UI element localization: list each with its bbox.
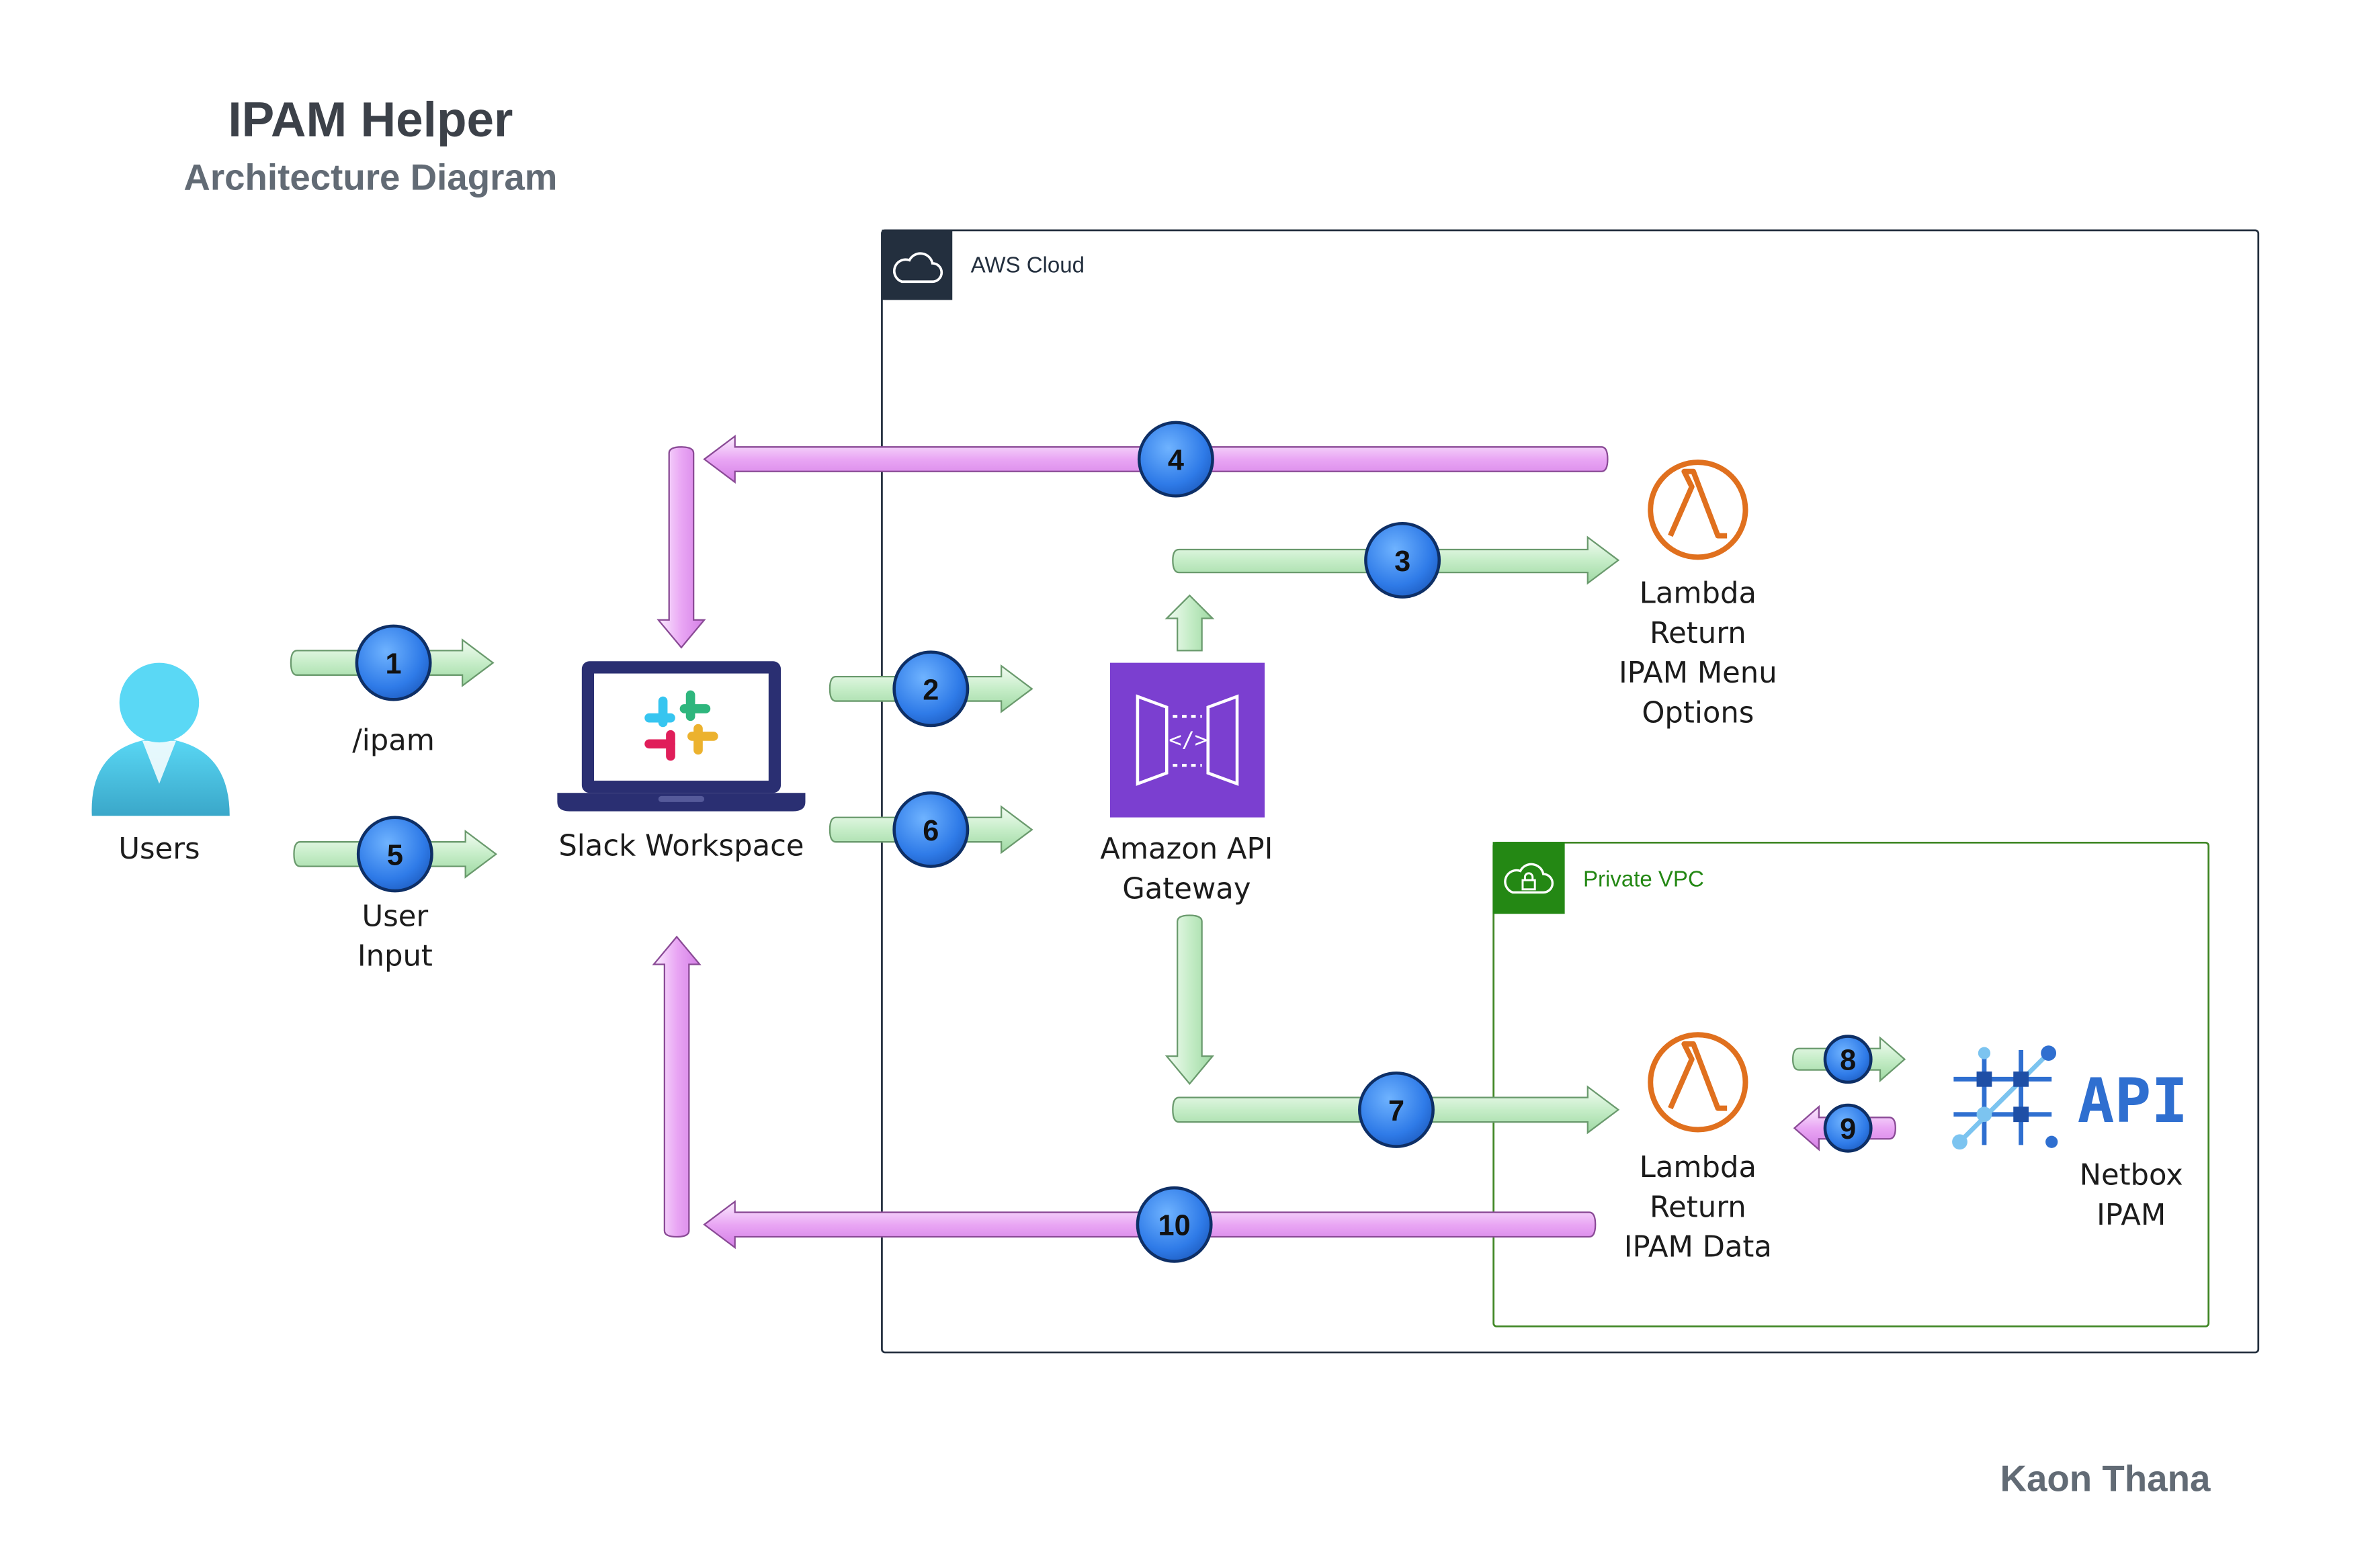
- netbox-api-icon: API: [1952, 1045, 2189, 1150]
- slack-node: Slack Workspace: [557, 661, 806, 863]
- netbox-node: API Netbox IPAM: [1952, 1045, 2188, 1232]
- step-9-badge: 9: [1823, 1103, 1873, 1153]
- svg-text:1: 1: [386, 648, 402, 681]
- step-5-label-line-2: Input: [357, 940, 433, 973]
- netbox-label-line-2: IPAM: [2097, 1199, 2166, 1232]
- step-7-badge: 7: [1358, 1071, 1435, 1148]
- user-icon: [91, 662, 230, 816]
- step-2-badge: 2: [892, 650, 970, 728]
- aws-cloud-group: AWS Cloud: [881, 229, 2260, 1354]
- users-label: Users: [118, 832, 200, 866]
- slack-logo: [644, 690, 718, 761]
- lambda-menu-label-line-1: Lambda: [1640, 577, 1757, 611]
- netbox-api-text: API: [2078, 1065, 2189, 1137]
- private-vpc-group: Private VPC: [1492, 841, 2210, 1327]
- svg-text:5: 5: [387, 839, 403, 871]
- step-10-badge: 10: [1136, 1186, 1213, 1263]
- cloud-icon: [892, 252, 943, 284]
- users-node: Users: [91, 662, 230, 866]
- step-6-badge: 6: [892, 791, 970, 868]
- private-vpc-label: Private VPC: [1583, 866, 1704, 891]
- lambda-menu-label-line-3: IPAM Menu: [1619, 656, 1777, 690]
- svg-text:</>: </>: [1169, 727, 1208, 752]
- lambda-data-label-line-2: Return: [1650, 1190, 1746, 1224]
- step-3-badge: 3: [1364, 521, 1441, 599]
- lambda-data-label-line-3: IPAM Data: [1624, 1231, 1772, 1264]
- step-5-badge: 5: [356, 816, 433, 893]
- step-5-label-line-1: User: [362, 900, 429, 933]
- api-gateway-node: </> Amazon API Gateway: [1100, 662, 1273, 906]
- svg-text:10: 10: [1158, 1210, 1191, 1242]
- lambda-menu-label-line-4: Options: [1642, 696, 1754, 730]
- svg-text:4: 4: [1168, 444, 1184, 476]
- slack-label: Slack Workspace: [558, 830, 804, 863]
- page-subtitle: Architecture Diagram: [183, 157, 557, 198]
- lambda-data-label-line-1: Lambda: [1640, 1151, 1757, 1184]
- step-1-badge: 1: [355, 624, 432, 701]
- page-title: IPAM Helper: [228, 93, 513, 147]
- api-gateway-label-line-2: Gateway: [1122, 872, 1251, 906]
- svg-text:6: 6: [923, 815, 939, 847]
- lambda-icon: [1648, 1032, 1748, 1133]
- svg-text:9: 9: [1840, 1113, 1856, 1145]
- slack-in-arrow-top: [657, 446, 706, 649]
- vpc-lock-cloud-icon: [1504, 863, 1554, 894]
- lambda-data-node: Lambda Return IPAM Data: [1624, 1032, 1772, 1264]
- svg-text:2: 2: [923, 674, 939, 706]
- api-gateway-label-line-1: Amazon API: [1100, 832, 1273, 866]
- gateway-up-arrow: [1165, 594, 1215, 652]
- step-8-badge: 8: [1823, 1035, 1873, 1084]
- slack-in-arrow-bottom: [652, 935, 702, 1238]
- svg-text:7: 7: [1388, 1095, 1404, 1127]
- step-1-label: /ipam: [352, 724, 435, 757]
- gateway-down-arrow: [1165, 914, 1215, 1085]
- lambda-icon: [1648, 460, 1748, 560]
- svg-text:3: 3: [1394, 546, 1410, 578]
- author-credit: Kaon Thana: [2000, 1457, 2211, 1499]
- lambda-menu-node: Lambda Return IPAM Menu Options: [1619, 460, 1777, 730]
- netbox-label-line-1: Netbox: [2080, 1159, 2183, 1192]
- api-gateway-icon: </>: [1109, 662, 1265, 818]
- step-4-badge: 4: [1137, 421, 1214, 498]
- lambda-menu-label-line-2: Return: [1650, 617, 1746, 650]
- slack-laptop-icon: [557, 661, 806, 812]
- aws-cloud-label: AWS Cloud: [971, 253, 1085, 277]
- svg-text:8: 8: [1840, 1045, 1856, 1077]
